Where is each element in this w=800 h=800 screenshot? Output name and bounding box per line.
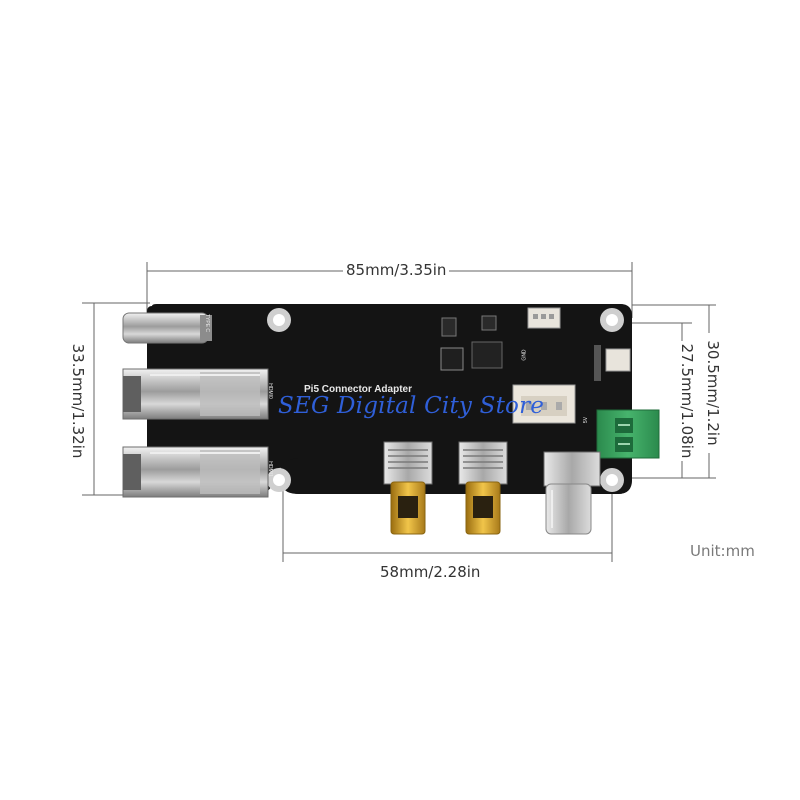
- mounting-holes: [267, 308, 624, 492]
- hdmi0-port: [122, 368, 269, 420]
- usb-c-port: [122, 312, 212, 344]
- right-inner-dimension-label: 27.5mm/1.08in: [678, 341, 696, 461]
- left-dimension-label: 33.5mm/1.32in: [69, 341, 87, 461]
- jst-connector-main: [512, 384, 576, 424]
- right-outer-dimension-label: 30.5mm/1.2in: [704, 333, 722, 453]
- terminal-block: [596, 409, 660, 459]
- usb-c-plug: [543, 451, 601, 535]
- jst-connector-top: [527, 307, 561, 329]
- ic-components: [440, 315, 601, 381]
- silk-type-c: TYPE C: [204, 313, 211, 333]
- jst-connector-right: [605, 348, 631, 372]
- silk-gnd: GND: [521, 349, 528, 361]
- mini-hdmi-plug-2: [458, 441, 508, 535]
- hdmi1-port: [122, 446, 269, 498]
- unit-label: Unit:mm: [690, 542, 755, 560]
- silk-hdmi0: HDMI0: [266, 383, 273, 399]
- silk-5v: 5V: [583, 416, 590, 424]
- width-dimension-label: 85mm/3.35in: [343, 261, 450, 279]
- bottom-dimension-label: 58mm/2.28in: [380, 563, 481, 581]
- mini-hdmi-plug-1: [383, 441, 433, 535]
- board-title: Pi5 Connector Adapter: [304, 384, 412, 395]
- silk-hdmi1: HDMI1: [266, 461, 273, 477]
- watermark-text: SEG Digital City Store: [278, 393, 545, 419]
